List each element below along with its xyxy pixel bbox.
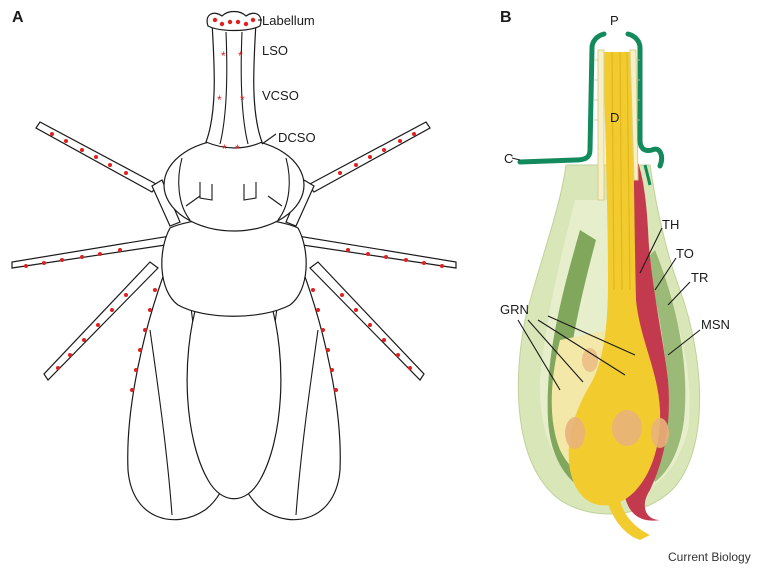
cuticle (520, 34, 604, 162)
panel-b-label: B (500, 9, 512, 26)
panel-b-sensillum-diagram (512, 34, 700, 540)
vcso-asterisk-right: * (240, 93, 245, 107)
label-th: TH (662, 217, 679, 232)
lso-asterisk-right: * (238, 49, 243, 63)
label-grn: GRN (500, 302, 529, 317)
dcso-asterisk-left: * (222, 142, 227, 156)
footer-journal-name: Current Biology (668, 550, 751, 564)
dcso-asterisk-right: * (235, 142, 240, 156)
label-labellum: Labellum (262, 13, 315, 28)
nucleus-2 (612, 410, 642, 446)
label-vcso: VCSO (262, 88, 299, 103)
vcso-asterisk-left: * (217, 93, 222, 107)
label-lso: LSO (262, 43, 288, 58)
label-tr: TR (691, 270, 708, 285)
nucleus-4 (582, 348, 598, 372)
label-d: D (610, 110, 619, 125)
panel-a-fly-diagram: * * * * * * (12, 12, 456, 520)
nucleus-3 (651, 418, 669, 448)
panel-a-label: A (12, 9, 24, 26)
label-p: P (610, 13, 619, 28)
label-dcso: DCSO (278, 130, 316, 145)
nucleus-1 (565, 417, 585, 449)
label-msn: MSN (701, 317, 730, 332)
label-to: TO (676, 246, 694, 261)
lso-asterisk-left: * (221, 49, 226, 63)
proboscis (206, 22, 262, 148)
thorax (162, 218, 306, 316)
head (164, 139, 304, 231)
label-c: C (504, 151, 513, 166)
